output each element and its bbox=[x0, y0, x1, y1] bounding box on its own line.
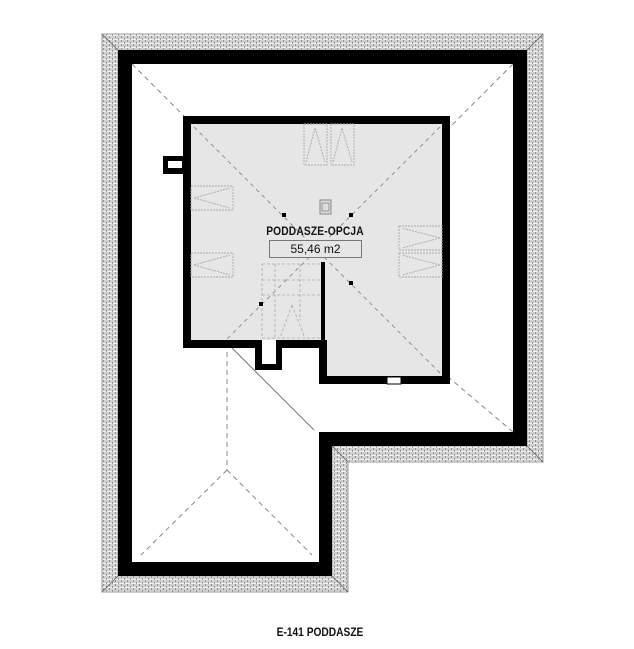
outer-wall bbox=[118, 50, 527, 576]
plan-title: E-141 PODDASZE bbox=[276, 625, 364, 639]
roof-windows bbox=[190, 123, 443, 278]
staircase bbox=[261, 263, 325, 339]
roof-valley-line bbox=[226, 342, 315, 431]
roof-hip-lines bbox=[131, 63, 514, 556]
ridge-markers bbox=[259, 213, 353, 306]
stair-wall bbox=[321, 262, 325, 340]
room-area-label: 55,46 m2 bbox=[269, 240, 362, 258]
room-name-label: PODDASZE-OPCJA bbox=[266, 224, 364, 238]
chimney-icon bbox=[319, 199, 332, 215]
